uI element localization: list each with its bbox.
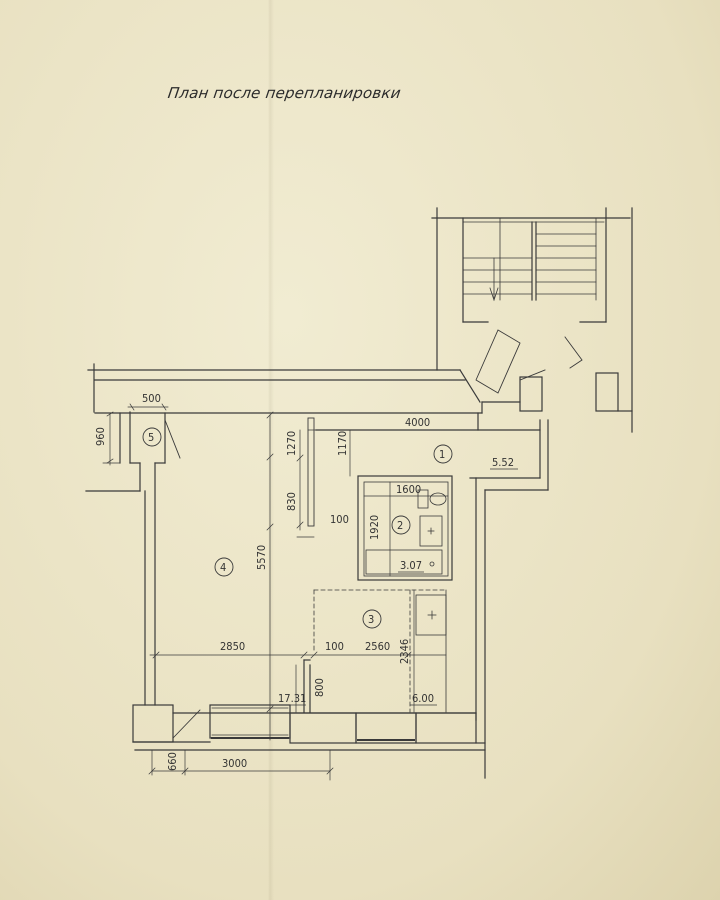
- room-4-number: 4: [220, 561, 226, 574]
- room-3-number: 3: [368, 613, 374, 626]
- dim-100-a: 100: [330, 513, 349, 526]
- room-1-marker: [433, 444, 453, 464]
- room-5-marker: [142, 427, 162, 447]
- dim-3000: 3000: [222, 757, 247, 770]
- dim-660: 660: [166, 752, 179, 771]
- room-4-area: 17.31: [278, 692, 306, 705]
- room-3-area: 6.00: [412, 692, 434, 705]
- dim-830: 830: [285, 492, 298, 511]
- bathtub: [365, 549, 443, 575]
- room-5-number: 5: [148, 431, 154, 444]
- exterior-walls: [85, 363, 549, 779]
- door-swing-room5: [164, 419, 181, 459]
- dimension-lines: [102, 403, 541, 781]
- sink-bath: [419, 515, 443, 547]
- room-1-area: 5.52: [492, 456, 514, 469]
- dim-1270: 1270: [285, 431, 298, 456]
- dim-2346: 2346: [398, 639, 411, 664]
- room-1-number: 1: [439, 448, 445, 461]
- toilet: [417, 489, 429, 509]
- dim-800: 800: [313, 678, 326, 697]
- dim-500: 500: [142, 392, 161, 405]
- room-2-marker: [391, 515, 411, 535]
- dim-1920: 1920: [368, 515, 381, 540]
- dim-5570: 5570: [255, 545, 268, 570]
- dim-1600: 1600: [396, 483, 421, 496]
- interior-walls: [164, 417, 453, 713]
- dim-2560: 2560: [365, 640, 390, 653]
- dim-960: 960: [94, 427, 107, 446]
- room-4-marker: [214, 557, 234, 577]
- dim-100-b: 100: [325, 640, 344, 653]
- dim-1170: 1170: [336, 431, 349, 456]
- room-2-area: 3.07: [400, 559, 422, 572]
- dim-4000: 4000: [405, 416, 430, 429]
- room-3-marker: [362, 609, 382, 629]
- room-2-number: 2: [397, 519, 403, 532]
- dim-2850: 2850: [220, 640, 245, 653]
- staircase: [431, 207, 633, 433]
